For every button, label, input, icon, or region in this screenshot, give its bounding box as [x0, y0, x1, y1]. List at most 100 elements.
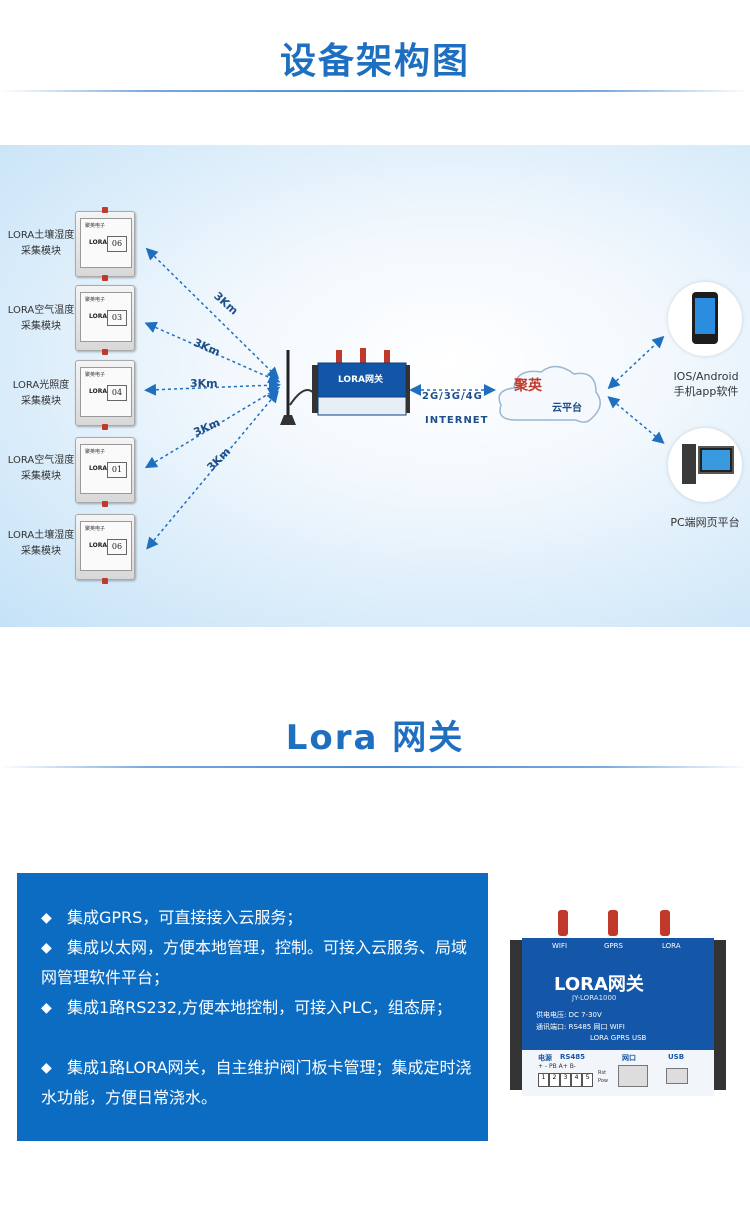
product-lora-label: LORA: [662, 942, 681, 950]
module-label-3: LORA光照度 采集模块: [6, 378, 76, 410]
product-port-power: 电源: [538, 1054, 552, 1062]
module-label-4-line2: 采集模块: [21, 471, 61, 482]
terminal-2: 2: [549, 1073, 560, 1087]
title-divider-2: [0, 766, 750, 768]
pc-client-label: PC端网页平台: [670, 516, 740, 529]
ethernet-port-icon: [618, 1065, 648, 1087]
cloud-icon: [498, 365, 601, 423]
phone-icon: [692, 292, 718, 344]
title-divider: [0, 90, 750, 92]
product-title: LORA网关: [554, 974, 644, 995]
product-port-net: 网口: [622, 1054, 636, 1062]
product-rst-label: Rst: [598, 1070, 607, 1076]
lora-module-5: 聚英电子 LORA 06: [75, 514, 135, 584]
module-model: LORA: [89, 313, 107, 320]
module-model: LORA: [89, 239, 107, 246]
module-number: 01: [107, 462, 127, 478]
product-wifi-label: WIFI: [552, 942, 568, 950]
product-interfaces: 通讯端口: RS485 网口 WIFI: [536, 1022, 625, 1032]
module-label-4: LORA空气湿度 采集模块: [6, 453, 76, 485]
usb-port-icon: [666, 1068, 688, 1084]
link-module-2: [144, 321, 281, 384]
module-label-5-line2: 采集模块: [21, 546, 61, 557]
module-brand: 聚英电子: [85, 372, 106, 378]
terminal-4: 4: [571, 1073, 582, 1087]
gateway-product-image: WIFI GPRS LORA LORA网关 JY-LORA1000 供电电压: …: [510, 910, 726, 1100]
mobile-client-circle: [668, 282, 742, 356]
feature-text-2: 集成以太网，方便本地管理，控制。可接入云服务、局域网管理软件平台；: [41, 938, 468, 987]
pc-client-circle: [668, 428, 742, 502]
feature-item-3: ◆ 集成1路RS232,方便本地控制，可接入PLC，组态屏；: [41, 993, 473, 1023]
gateway-device-icon: [280, 348, 410, 425]
features-panel: ◆ 集成GPRS，可直接接入云服务； ◆ 集成以太网，方便本地管理，控制。可接入…: [17, 873, 488, 1141]
lora-module-2: 聚英电子 LORA 03: [75, 285, 135, 355]
connection-arrows: [144, 247, 665, 550]
pc-tower-icon: [682, 444, 696, 484]
mobile-client-label: IOS/Android 手机app软件: [664, 369, 748, 399]
module-label-1-line1: LORA土壤湿度: [7, 230, 75, 241]
interface-usb: USB: [631, 1034, 647, 1042]
feature-item-4: ◆ 集成1路LORA网关，自主维护阀门板卡管理；集成定时浇水功能，方便日常浇水。: [41, 1053, 473, 1113]
module-number: 06: [107, 539, 127, 555]
terminal-3: 3: [560, 1073, 571, 1087]
product-pow-label: Pow: [598, 1078, 608, 1084]
product-port-pins: + - PB A+ B-: [538, 1063, 576, 1070]
lora-module-1: 聚英电子 LORA 06: [75, 207, 135, 281]
feature-item-1: ◆ 集成GPRS，可直接接入云服务；: [41, 903, 473, 933]
feature-item-2: ◆ 集成以太网，方便本地管理，控制。可接入云服务、局域网管理软件平台；: [41, 933, 473, 993]
feature-text-1: 集成GPRS，可直接接入云服务；: [67, 908, 303, 927]
module-label-3-line2: 采集模块: [21, 396, 61, 407]
terminal-5: 5: [582, 1073, 593, 1087]
section-title-architecture: 设备架构图: [279, 41, 470, 82]
interface-wifi: WIFI: [609, 1023, 625, 1031]
bullet-icon: ◆: [41, 940, 52, 956]
lora-module-3: 聚英电子 LORA 04: [75, 360, 135, 430]
interface-gprs: GPRS: [610, 1034, 630, 1042]
link-pc: [607, 396, 665, 444]
module-brand: 聚英电子: [85, 297, 106, 303]
product-model: JY-LORA1000: [572, 994, 617, 1002]
product-power-spec: 供电电压: DC 7-30V: [536, 1011, 602, 1019]
feature-text-3: 集成1路RS232,方便本地控制，可接入PLC，组态屏；: [67, 998, 452, 1017]
interface-lora: LORA: [590, 1034, 609, 1042]
module-label-2: LORA空气温度 采集模块: [6, 303, 76, 335]
feature-text-4: 集成1路LORA网关，自主维护阀门板卡管理；集成定时浇水功能，方便日常浇水。: [41, 1058, 472, 1107]
module-label-3-line1: LORA光照度: [12, 380, 70, 391]
module-brand: 聚英电子: [85, 449, 106, 455]
bullet-icon: ◆: [41, 1000, 52, 1016]
product-interfaces-2: LORA GPRS USB: [590, 1034, 646, 1042]
monitor-icon: [698, 446, 734, 474]
mobile-client-label-line2: 手机app软件: [673, 385, 739, 398]
module-label-5-line1: LORA土壤湿度: [7, 530, 75, 541]
module-model: LORA: [89, 388, 107, 395]
section-title-gateway: Lora 网关: [285, 718, 465, 758]
module-label-4-line1: LORA空气湿度: [7, 455, 75, 466]
interface-net: 网口: [593, 1023, 608, 1031]
product-gprs-label: GPRS: [604, 942, 623, 950]
terminal-1: 1: [538, 1073, 549, 1087]
module-label-5: LORA土壤湿度 采集模块: [6, 528, 76, 560]
link-module-5: [146, 390, 279, 550]
bullet-icon: ◆: [41, 910, 52, 926]
module-label-2-line2: 采集模块: [21, 321, 61, 332]
module-label-1-line2: 采集模块: [21, 246, 61, 257]
module-brand: 聚英电子: [85, 223, 106, 229]
module-model: LORA: [89, 542, 107, 549]
product-port-usb: USB: [668, 1053, 685, 1061]
bullet-icon: ◆: [41, 1060, 52, 1076]
module-model: LORA: [89, 465, 107, 472]
interface-rs485: RS485: [568, 1023, 592, 1031]
architecture-diagram: LORA土壤湿度 采集模块 LORA空气温度 采集模块 LORA光照度 采集模块…: [0, 145, 750, 627]
product-port-rs485: RS485: [560, 1053, 586, 1061]
gateway-name: LORA网关: [338, 375, 383, 385]
product-terminal-block: 1 2 3 4 5: [538, 1073, 593, 1087]
product-interfaces-label: 通讯端口:: [536, 1023, 567, 1031]
module-label-1: LORA土壤湿度 采集模块: [6, 228, 76, 260]
module-number: 04: [107, 385, 127, 401]
lora-module-4: 聚英电子 LORA 01: [75, 437, 135, 507]
network-label: 2G/3G/4G: [422, 391, 483, 402]
cloud-platform: 云平台: [552, 403, 582, 414]
cloud-brand: 聚英: [514, 378, 542, 394]
module-number: 03: [107, 310, 127, 326]
module-number: 06: [107, 236, 127, 252]
